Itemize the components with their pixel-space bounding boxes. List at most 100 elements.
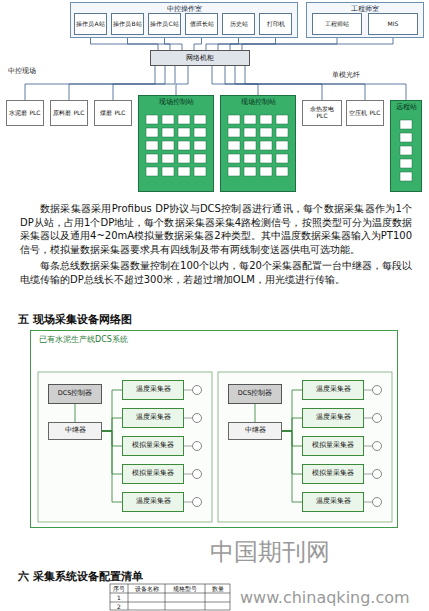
table-cell: 规格型号 — [165, 584, 205, 593]
node-text: DCS控制器 — [238, 390, 273, 397]
module-slot — [228, 115, 240, 124]
module-slot — [162, 141, 174, 150]
module-slot — [400, 146, 412, 155]
module-slot — [146, 141, 158, 150]
node-text: 打印机 — [267, 21, 285, 28]
node-text: 模拟量采集器 — [312, 470, 354, 477]
module-slot — [194, 154, 206, 163]
node-text: 余热发电 PLC — [304, 106, 340, 120]
module-slot — [146, 128, 158, 137]
node-text: 原料磨 PLC — [53, 110, 84, 117]
sensor-symbol — [193, 498, 202, 507]
module-slot — [260, 141, 272, 150]
room-region: 工程师室工程师站MIS — [306, 2, 424, 38]
network-switch: 网络机柜 — [150, 50, 250, 66]
workstation-box: 操作员A站 — [74, 13, 107, 35]
module-slot — [194, 128, 206, 137]
module-slot — [228, 128, 240, 137]
module-slot — [244, 167, 256, 176]
collector-box: 模拟量采集器 — [122, 464, 184, 484]
plc-box: 原料磨 PLC — [50, 100, 88, 126]
node-text: 操作员B站 — [113, 21, 141, 28]
table-cell: 序号 — [110, 584, 128, 593]
network-cable — [102, 431, 122, 502]
module-slot — [146, 115, 158, 124]
paragraph: 每条总线数据采集器数量控制在100个以内，每20个采集器配置一台中继器，每段以电… — [20, 259, 412, 286]
controller-box: DCS控制器 — [228, 384, 282, 404]
area-label: 中控现场 — [8, 66, 36, 76]
node-text: 空压机 PLC — [349, 110, 380, 117]
workstation-box: 打印机 — [259, 13, 292, 35]
section-heading: 五 现场采集设备网络图 — [18, 312, 132, 327]
table-border — [110, 584, 230, 610]
network-cable — [282, 431, 302, 502]
collector-box: 温度采集器 — [122, 380, 184, 400]
module-slot — [162, 167, 174, 176]
module-slot — [228, 141, 240, 150]
sensor-lead — [184, 390, 192, 391]
table-col-line — [165, 584, 166, 610]
module-slot — [276, 141, 288, 150]
module-slot — [244, 154, 256, 163]
workstation-box: MIS — [368, 13, 418, 35]
module-slot — [178, 154, 190, 163]
sensor-symbol — [373, 414, 382, 423]
control-cabinet: 现场控制站 — [138, 95, 214, 192]
node-text: 现场控制站 — [241, 99, 276, 106]
cabinet-modules — [138, 95, 214, 192]
sensor-lead — [184, 446, 192, 447]
node-text: 温度采集器 — [136, 414, 171, 421]
sensor-lead — [364, 474, 372, 475]
module-slot — [146, 167, 158, 176]
node-text: 历史站 — [230, 21, 248, 28]
module-slot — [244, 128, 256, 137]
network-cable — [102, 390, 122, 431]
paragraph: 数据采集器采用Profibus DP协议与DCS控制器进行通讯，每个数据采集器作… — [20, 202, 412, 256]
collector-box: 温度采集器 — [302, 380, 364, 400]
section-heading: 六 采集系统设备配置清单 — [18, 569, 143, 584]
cabinet-modules — [390, 100, 422, 192]
module-slot — [178, 128, 190, 137]
node-text: 水泥磨 PLC — [9, 110, 40, 117]
node-text: DCS控制器 — [58, 390, 93, 397]
module-slot — [260, 128, 272, 137]
network-cable — [102, 418, 122, 431]
control-cabinet: 远程站 — [390, 100, 422, 192]
room-region: 中控操作室操作员A站操作员B站操作员C站值班长站历史站打印机 — [70, 2, 298, 38]
sensor-lead — [364, 446, 372, 447]
sensor-lead — [184, 474, 192, 475]
workstation-box: 操作员C站 — [148, 13, 181, 35]
sensor-symbol — [373, 442, 382, 451]
plc-box: 水泥磨 PLC — [6, 100, 44, 126]
control-cabinet: 现场控制站 — [220, 95, 296, 192]
plc-box: 空压机 PLC — [346, 100, 384, 126]
network-cable — [282, 390, 302, 431]
table-cell: 数量 — [205, 584, 230, 593]
collector-box: 模拟量采集器 — [122, 436, 184, 456]
field-sensors — [184, 386, 382, 507]
node-text: 操作员C站 — [150, 21, 178, 28]
node-text: 温度采集器 — [316, 414, 351, 421]
node-text: 温度采集器 — [316, 386, 351, 393]
plc-box: 煤磨 PLC — [94, 100, 132, 126]
collector-box: 温度采集器 — [302, 408, 364, 428]
module-slot — [260, 115, 272, 124]
network-cable — [75, 404, 76, 422]
system-frame: 已有水泥生产线DCS系统DCS控制器中继器温度采集器温度采集器模拟量采集器模拟量… — [30, 330, 398, 528]
module-slot — [162, 115, 174, 124]
node-text: 操作员A站 — [76, 21, 104, 28]
node-text: 现场控制站 — [159, 99, 194, 106]
module-slot — [228, 167, 240, 176]
network-cable — [176, 66, 188, 95]
module-slot — [400, 172, 412, 181]
cabinet-modules — [220, 95, 296, 192]
node-text: 模拟量采集器 — [312, 442, 354, 449]
sensor-symbol — [193, 470, 202, 479]
sensor-symbol — [373, 386, 382, 395]
module-slot — [194, 141, 206, 150]
module-slot — [260, 154, 272, 163]
module-slot — [400, 133, 412, 142]
sensor-lead — [364, 418, 372, 419]
